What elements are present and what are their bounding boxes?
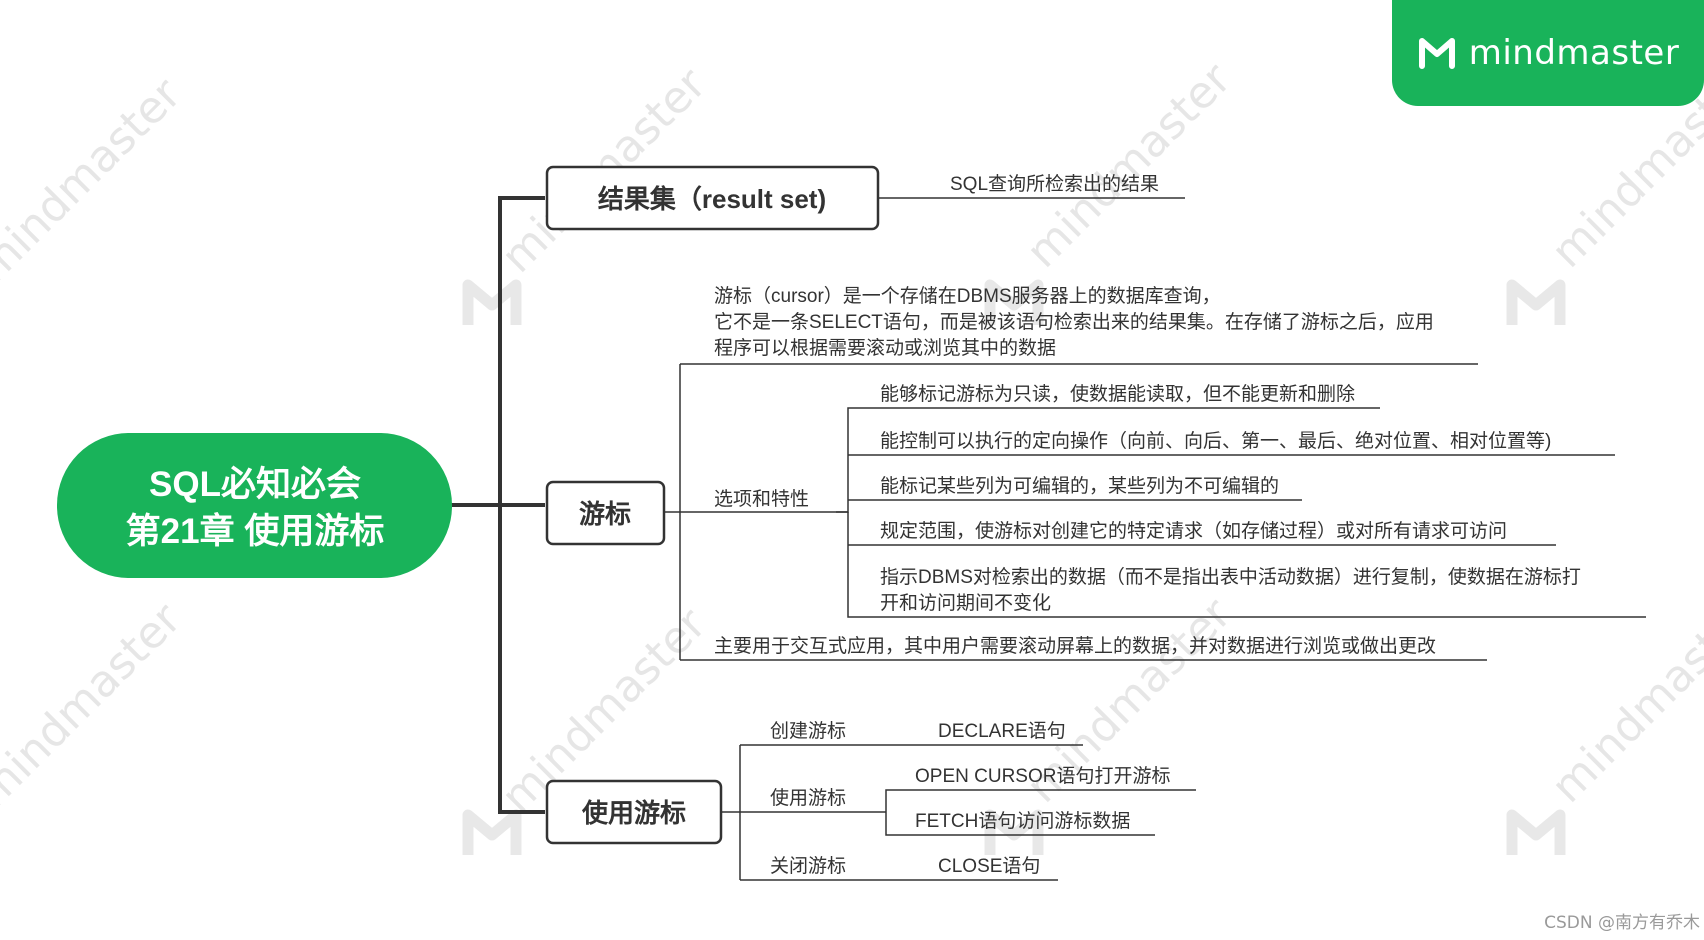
branch-label: 使用游标 [581,798,686,828]
root-title-line-2: 第21章 使用游标 [126,511,385,551]
credit-text: CSDN @南方有乔木 [1544,913,1700,933]
leaf-feature-scope[interactable]: 规定范围，使游标对创建它的特定请求（如存储过程）或对所有请求可访问 [880,520,1507,542]
watermark-logo-icon [984,279,1044,325]
trunk-connectors [450,196,545,814]
leaf-feature-read-only[interactable]: 能够标记游标为只读，使数据能读取，但不能更新和删除 [880,383,1355,405]
root-node-shape [57,433,452,578]
connector-line [885,812,1155,836]
leaf-feature-copy-data-line-2[interactable]: 开和访问期间不变化 [880,592,1051,614]
leaf-result-set-definition[interactable]: SQL查询所检索出的结果 [950,173,1159,195]
node-use-cursor[interactable]: 使用游标 [770,787,846,809]
leaf-cursor-definition-line-3[interactable]: 程序可以根据需要滚动或浏览其中的数据 [714,337,1056,359]
watermark-logo-layer [462,279,1566,855]
watermark-text: mindmaster [1017,53,1242,278]
leaf-feature-copy-data-line-1[interactable]: 指示DBMS对检索出的数据（而不是指出表中活动数据）进行复制，使数据在游标打 [880,566,1581,588]
node-close-cursor[interactable]: 关闭游标 [770,855,846,877]
watermark-text: mindmaster [0,68,192,293]
leaf-interactive-use[interactable]: 主要用于交互式应用，其中用户需要滚动屏幕上的数据，并对数据进行浏览或做出更改 [714,635,1436,657]
watermark-logo-icon [1506,279,1566,325]
branch-node-shape [545,165,880,231]
connector-line [498,196,545,814]
connector-line [885,789,1196,812]
watermark-text: mindmaster [0,593,192,818]
leaf-labels: SQL查询所检索出的结果 游标（cursor）是一个存储在DBMS服务器上的数据… [714,173,1581,877]
mindmaster-logo-icon [1418,38,1455,69]
connector-line [836,407,1380,513]
watermark-logo-icon [462,809,522,855]
leaf-cursor-definition-line-1[interactable]: 游标（cursor）是一个存储在DBMS服务器上的数据库查询， [714,285,1221,307]
root-title-line-1: SQL必知必会 [149,465,361,504]
branch-label: 游标 [579,499,631,529]
leaf-cursor-definition-line-2[interactable]: 它不是一条SELECT语句，而是被该语句检索出来的结果集。在存储了游标之后，应用 [714,311,1434,333]
branch-label: 结果集（result set) [598,184,826,214]
branch-node-using-cursor[interactable]: 使用游标 [545,779,723,845]
leaf-feature-directional-ops[interactable]: 能控制可以执行的定向操作（向前、向后、第一、最后、绝对位置、相对位置等) [880,430,1551,452]
connector-line [847,512,1646,618]
node-options-and-features[interactable]: 选项和特性 [714,488,809,510]
leaf-close-statement[interactable]: CLOSE语句 [938,855,1040,877]
leaf-declare-statement[interactable]: DECLARE语句 [938,720,1066,742]
brand-name: mindmaster [1468,33,1680,73]
root-node[interactable]: SQL必知必会 第21章 使用游标 [57,433,452,578]
branch-node-shape [545,779,723,845]
leaf-fetch-statement[interactable]: FETCH语句访问游标数据 [915,810,1130,832]
branch-node-cursor[interactable]: 游标 [545,480,666,546]
node-create-cursor[interactable]: 创建游标 [770,720,846,742]
watermark-text: mindmaster [1542,588,1704,813]
leaf-open-cursor-statement[interactable]: OPEN CURSOR语句打开游标 [915,765,1170,787]
watermark-logo-icon [462,279,522,325]
leaf-connectors [664,197,1646,881]
branch-node-shape [545,480,666,546]
leaf-feature-editable-columns[interactable]: 能标记某些列为可编辑的，某些列为不可编辑的 [880,475,1279,497]
watermark-logo-icon [1506,809,1566,855]
branch-node-result-set[interactable]: 结果集（result set) [545,165,880,231]
brand-badge: mindmaster [1392,0,1704,106]
